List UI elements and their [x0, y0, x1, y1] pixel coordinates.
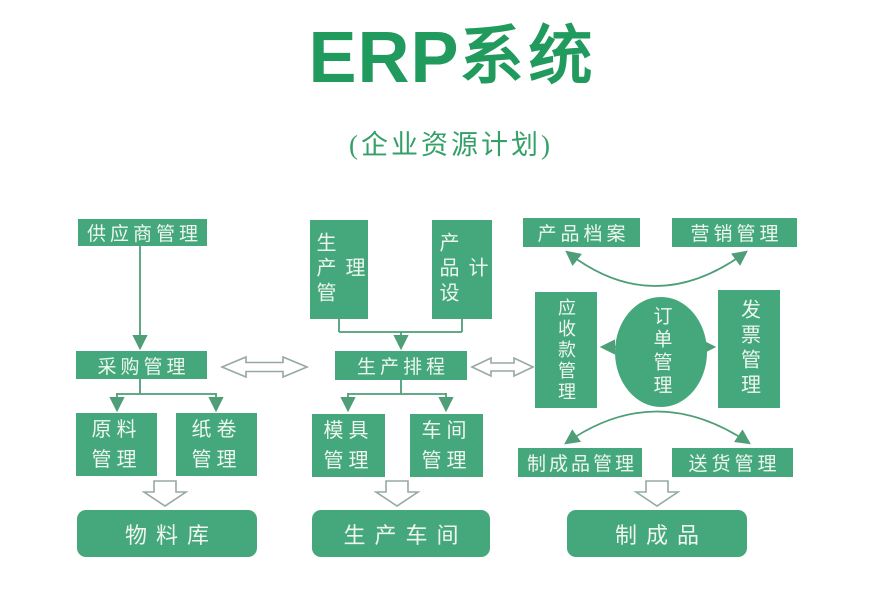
node-production-scheduling: 生产排程 [335, 351, 467, 380]
node-delivery-mgmt: 送货管理 [672, 448, 793, 477]
node-product-archive: 产品档案 [523, 218, 640, 247]
node-production-mgmt: 生产管理 [310, 220, 368, 319]
double-arrow-purchase-scheduling [219, 355, 310, 379]
node-finished-goods-mgmt: 制成品管理 [518, 448, 642, 477]
node-order-mgmt: 订单管理 [615, 297, 707, 407]
node-product-design: 产品设计 [432, 220, 492, 319]
node-receivables-mgmt: 应收款管理 [535, 292, 597, 408]
arc-orders-to-finished-and-delivery [564, 410, 751, 445]
node-workshop-mgmt: 车间管理 [410, 414, 483, 477]
node-paper-roll-mgmt: 纸卷管理 [176, 413, 257, 476]
bracket-scheduling-children [348, 380, 446, 395]
node-finished-goods: 制成品 [567, 510, 747, 557]
page-title: ERP系统 [14, 22, 878, 94]
title-xitong-text: 系统 [459, 21, 598, 92]
node-supplier-mgmt: 供应商管理 [78, 219, 207, 246]
node-material-store: 物料库 [77, 510, 257, 557]
bracket-merge-to-scheduling [338, 319, 463, 333]
node-purchase-mgmt: 采购管理 [76, 351, 207, 379]
node-production-workshop: 生产车间 [312, 510, 490, 557]
block-arrow-to-production-workshop [373, 480, 421, 507]
node-mold-mgmt: 模具管理 [312, 414, 385, 477]
block-arrow-to-finished-goods [633, 480, 681, 507]
page-subtitle: (企业资源计划) [349, 130, 553, 160]
node-invoice-mgmt: 发票管理 [718, 290, 780, 408]
block-arrow-to-material-store [141, 480, 189, 507]
node-marketing-mgmt: 营销管理 [672, 218, 797, 247]
arc-orders-to-archive-and-marketing [565, 250, 748, 287]
title-erp-text: ERP [308, 18, 460, 98]
bracket-purchase-children [117, 379, 216, 395]
node-raw-material-mgmt: 原料管理 [76, 413, 157, 476]
double-arrow-scheduling-receivables [470, 356, 535, 378]
